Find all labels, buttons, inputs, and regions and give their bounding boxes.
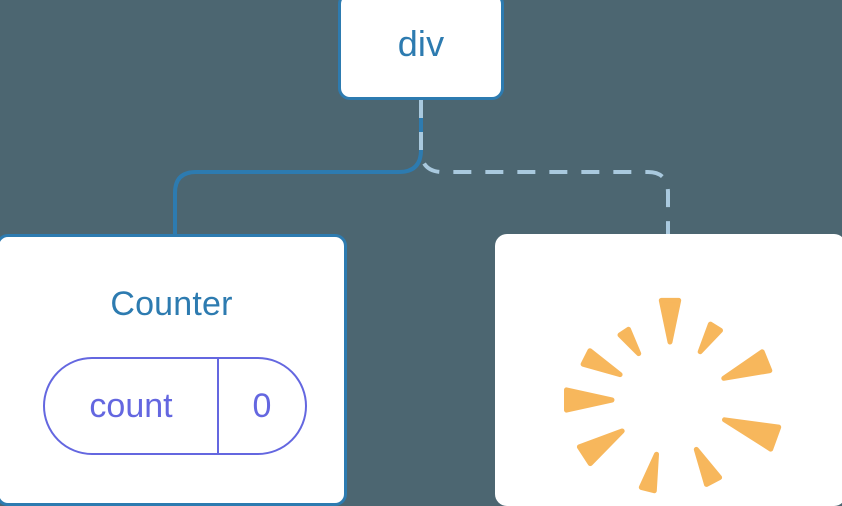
node-counter[interactable]: Counter count 0	[0, 234, 347, 506]
edge-div-to-counter	[173, 100, 423, 236]
burst-ray-1	[617, 326, 642, 357]
node-counter-label: Counter	[110, 285, 233, 323]
burst-ray-6	[693, 446, 723, 487]
node-div-label: div	[397, 23, 445, 64]
node-burst[interactable]	[495, 234, 842, 506]
burst-ray-2	[580, 348, 623, 378]
burst-ray-0	[658, 297, 682, 345]
burst-ray-9	[697, 321, 723, 355]
burst-ray-7	[722, 417, 782, 452]
node-div[interactable]: div	[338, 0, 504, 100]
sparkle-burst-icon	[564, 297, 782, 494]
burst-ray-3	[564, 387, 615, 413]
edge-div-to-burst	[419, 100, 670, 236]
burst-ray-group	[564, 297, 782, 494]
state-pill-value: 0	[252, 386, 272, 425]
burst-ray-8	[721, 349, 773, 381]
state-pill-key: count	[45, 359, 219, 453]
burst-ray-5	[638, 451, 659, 494]
burst-ray-4	[576, 428, 625, 467]
state-pill[interactable]: count 0	[43, 357, 307, 455]
